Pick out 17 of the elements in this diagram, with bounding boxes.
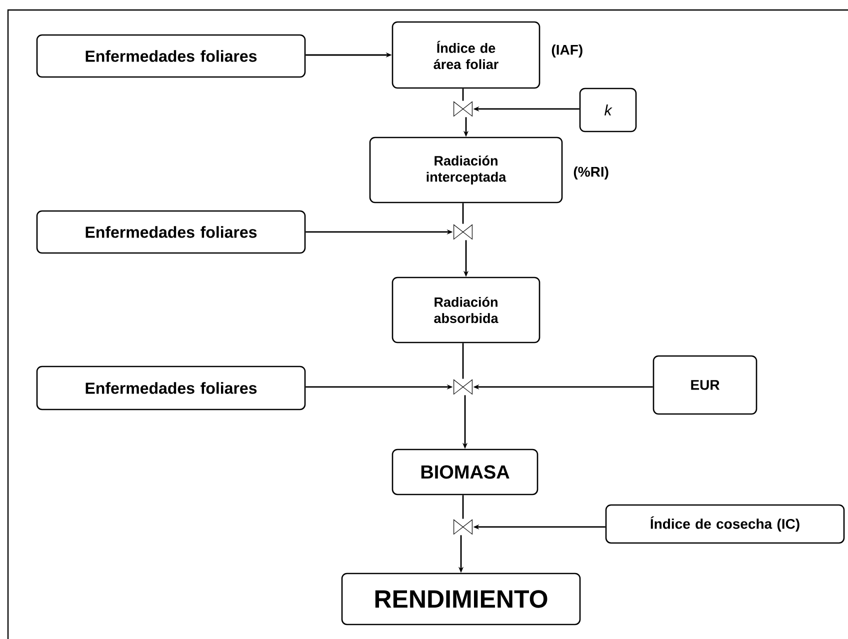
valve-symbol [454, 101, 472, 117]
process-box: Radiación absorbida [392, 276, 540, 344]
process-box: RENDIMIENTO [341, 572, 581, 626]
process-box: BIOMASA [392, 448, 538, 496]
process-box: EUR [652, 355, 758, 415]
valve-symbol [454, 379, 472, 395]
process-box: Radiación interceptada [369, 136, 563, 204]
process-box: Índice de cosecha (IC) [605, 504, 845, 544]
process-box: Enfermedades foliares [36, 366, 306, 410]
process-box: Enfermedades foliares [36, 34, 306, 78]
abbreviation-label: (%RI) [574, 166, 608, 180]
process-box: Enfermedades foliares [36, 210, 306, 254]
process-box: Índice de área foliar [392, 21, 540, 89]
abbreviation-label: (IAF) [552, 44, 582, 58]
valve-symbol [454, 519, 472, 535]
valve-symbol [454, 224, 472, 240]
process-box: k [579, 88, 637, 132]
